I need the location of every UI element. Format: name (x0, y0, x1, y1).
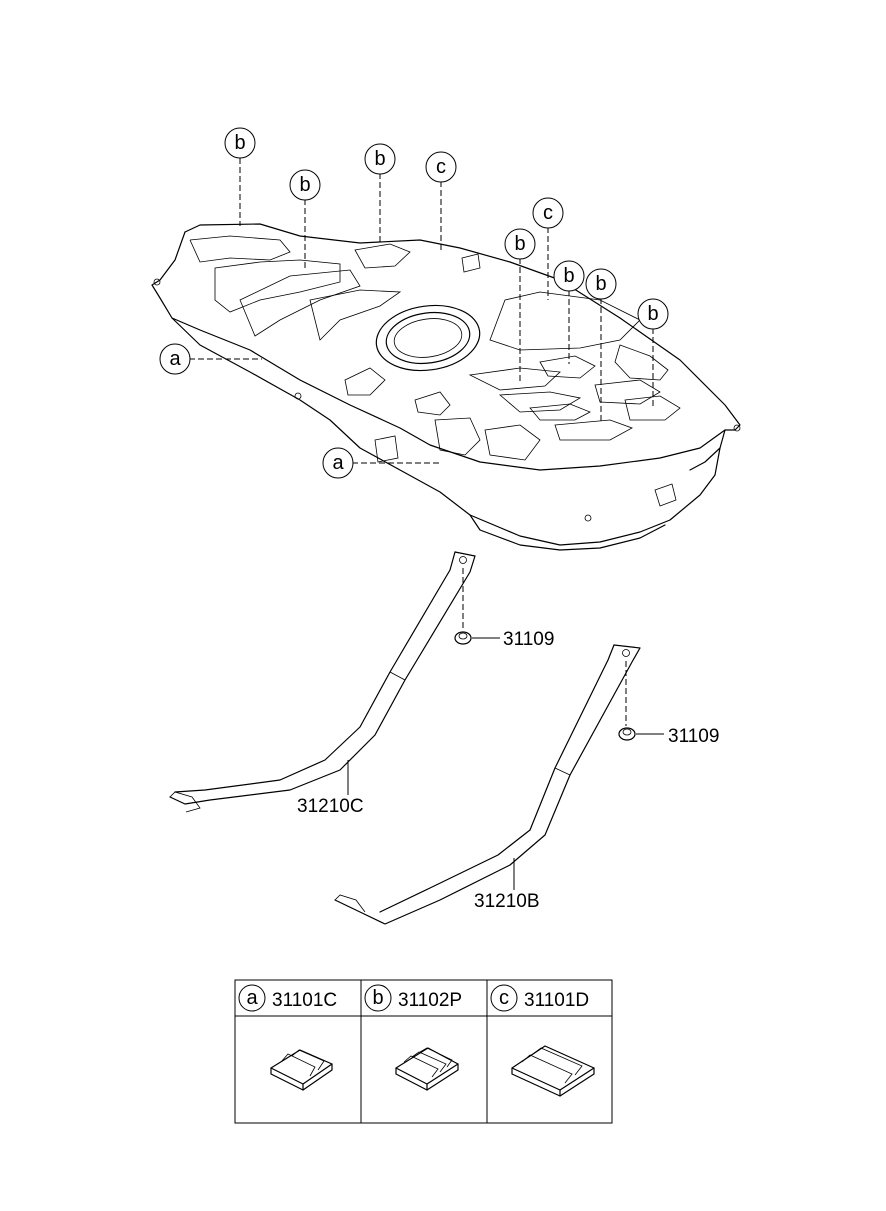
pad-31101d (511, 1045, 595, 1097)
svg-text:b: b (514, 233, 525, 255)
fuel-tank (151, 223, 741, 551)
svg-text:b: b (595, 273, 606, 295)
callout-b-3: b (364, 143, 396, 175)
svg-text:a: a (169, 348, 181, 370)
callout-b-4: b (504, 228, 536, 260)
callout-b-6: b (585, 268, 617, 300)
svg-text:b: b (234, 132, 245, 154)
callout-b-5: b (553, 260, 585, 292)
legend-callout-c: c (490, 984, 518, 1012)
legend-callout-b: b (364, 984, 392, 1012)
callout-c-2: c (532, 197, 564, 229)
legend-part-number-b: 31102P (398, 990, 462, 1011)
callout-a-1: a (159, 343, 191, 375)
svg-text:b: b (299, 174, 310, 196)
svg-text:c: c (499, 987, 509, 1009)
svg-text:b: b (372, 987, 383, 1009)
svg-text:b: b (374, 148, 385, 170)
strap-31210c (169, 551, 476, 813)
callout-b-7: b (637, 298, 669, 330)
svg-text:c: c (436, 156, 446, 178)
part-number-31109-2: 31109 (668, 726, 719, 747)
strap-31210b (334, 644, 641, 925)
svg-text:c: c (543, 202, 553, 224)
pad-31102p (395, 1047, 459, 1091)
pad-31101c (270, 1049, 333, 1091)
part-number-31210b: 31210B (474, 891, 540, 912)
nut-31109-2 (618, 727, 636, 741)
legend-part-number-a: 31101C (272, 990, 337, 1011)
nut-31109-1 (454, 631, 472, 645)
callout-a-2: a (322, 447, 354, 479)
svg-text:b: b (647, 303, 658, 325)
svg-text:a: a (246, 987, 258, 1009)
callout-c-1: c (425, 151, 457, 183)
callout-b-1: b (224, 127, 256, 159)
part-number-31210c: 31210C (297, 796, 364, 817)
legend-callout-a: a (238, 984, 266, 1012)
legend-part-number-c: 31101D (524, 990, 589, 1011)
callout-leaders (189, 158, 654, 464)
callout-b-2: b (289, 169, 321, 201)
part-number-31109-1: 31109 (503, 629, 554, 650)
svg-text:b: b (563, 265, 574, 287)
svg-text:a: a (332, 452, 344, 474)
legend-table: a 31101C b 31102P c 31101D (234, 979, 613, 1124)
